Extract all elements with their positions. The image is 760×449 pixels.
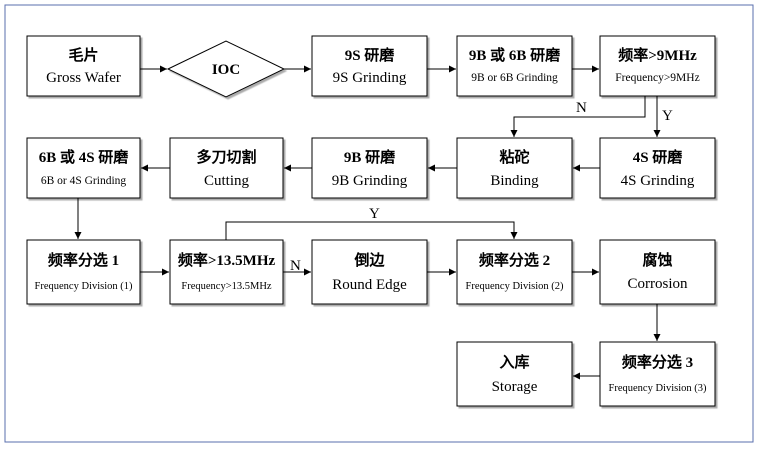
freq-div3-en: Frequency Division (3) xyxy=(609,383,707,394)
binding-en: Binding xyxy=(490,173,539,189)
node-grind-9s: 9S 研磨 9S Grinding xyxy=(311,35,428,97)
node-round-edge: 倒边 Round Edge xyxy=(311,239,428,305)
node-grind-4s: 4S 研磨 4S Grinding xyxy=(599,137,716,199)
grind-4s-cn: 4S 研磨 xyxy=(633,148,684,166)
grind-9b6b-cn: 9B 或 6B 研磨 xyxy=(469,46,561,64)
freq-div2-en: Frequency Division (2) xyxy=(466,281,564,292)
node-grind-9b6b: 9B 或 6B 研磨 9B or 6B Grinding xyxy=(456,35,573,97)
freq-div2-cn: 频率分选 2 xyxy=(479,251,550,269)
connectors xyxy=(74,65,661,380)
grind-9b-cn: 9B 研磨 xyxy=(344,148,396,166)
grind-6b4s-cn: 6B 或 4S 研磨 xyxy=(39,148,130,166)
corrosion-en: Corrosion xyxy=(628,276,689,292)
freq-div1-cn: 频率分选 1 xyxy=(48,251,119,269)
grind-6b4s-en: 6B or 4S Grinding xyxy=(41,175,127,187)
node-gross-wafer: 毛片 Gross Wafer xyxy=(26,35,141,97)
freq-9mhz-en: Frequency>9MHz xyxy=(615,72,699,84)
storage-en: Storage xyxy=(492,379,538,395)
cutting-cn: 多刀切割 xyxy=(196,148,256,166)
corrosion-cn: 腐蚀 xyxy=(642,251,672,269)
ioc-label: IOC xyxy=(212,62,240,78)
arrow-freq135-yes-to-div2 xyxy=(225,221,518,240)
node-grind-9b: 9B 研磨 9B Grinding xyxy=(311,137,428,199)
cutting-en: Cutting xyxy=(204,173,250,189)
round-edge-en: Round Edge xyxy=(332,277,407,293)
node-freq-div2: 频率分选 2 Frequency Division (2) xyxy=(456,239,573,305)
gross-wafer-en: Gross Wafer xyxy=(46,70,121,86)
arrow-freq9-no-to-binding xyxy=(510,96,646,137)
edge-label-freq9-no: N xyxy=(576,100,587,116)
node-cutting: 多刀切割 Cutting xyxy=(169,137,284,199)
node-freq-div3: 频率分选 3 Frequency Division (3) xyxy=(599,341,716,407)
node-grind-6b4s: 6B 或 4S 研磨 6B or 4S Grinding xyxy=(26,137,141,199)
freq-div1-en: Frequency Division (1) xyxy=(35,281,133,292)
edge-label-freq135-no: N xyxy=(290,258,301,274)
node-freq-135: 频率>13.5MHz Frequency>13.5MHz xyxy=(169,239,284,305)
node-freq-div1: 频率分选 1 Frequency Division (1) xyxy=(26,239,141,305)
freq-9mhz-cn: 频率>9MHz xyxy=(618,46,697,64)
gross-wafer-cn: 毛片 xyxy=(68,46,98,64)
grind-9s-en: 9S Grinding xyxy=(333,70,407,86)
node-storage: 入库 Storage xyxy=(456,341,573,407)
edge-label-freq135-yes: Y xyxy=(369,206,380,222)
grind-9b-en: 9B Grinding xyxy=(332,173,408,189)
binding-cn: 粘砣 xyxy=(499,148,529,166)
round-edge-cn: 倒边 xyxy=(353,251,385,269)
freq-div3-cn: 频率分选 3 xyxy=(622,353,693,371)
storage-cn: 入库 xyxy=(499,353,529,371)
edge-label-freq9-yes: Y xyxy=(662,108,673,124)
node-freq-9mhz: 频率>9MHz Frequency>9MHz xyxy=(599,35,716,97)
grind-9s-cn: 9S 研磨 xyxy=(345,46,396,64)
grind-4s-en: 4S Grinding xyxy=(621,173,695,189)
freq-135-en: Frequency>13.5MHz xyxy=(181,281,272,292)
node-corrosion: 腐蚀 Corrosion xyxy=(599,239,716,305)
node-binding: 粘砣 Binding xyxy=(456,137,573,199)
grind-9b6b-en: 9B or 6B Grinding xyxy=(471,72,558,84)
freq-135-cn: 频率>13.5MHz xyxy=(178,251,276,269)
